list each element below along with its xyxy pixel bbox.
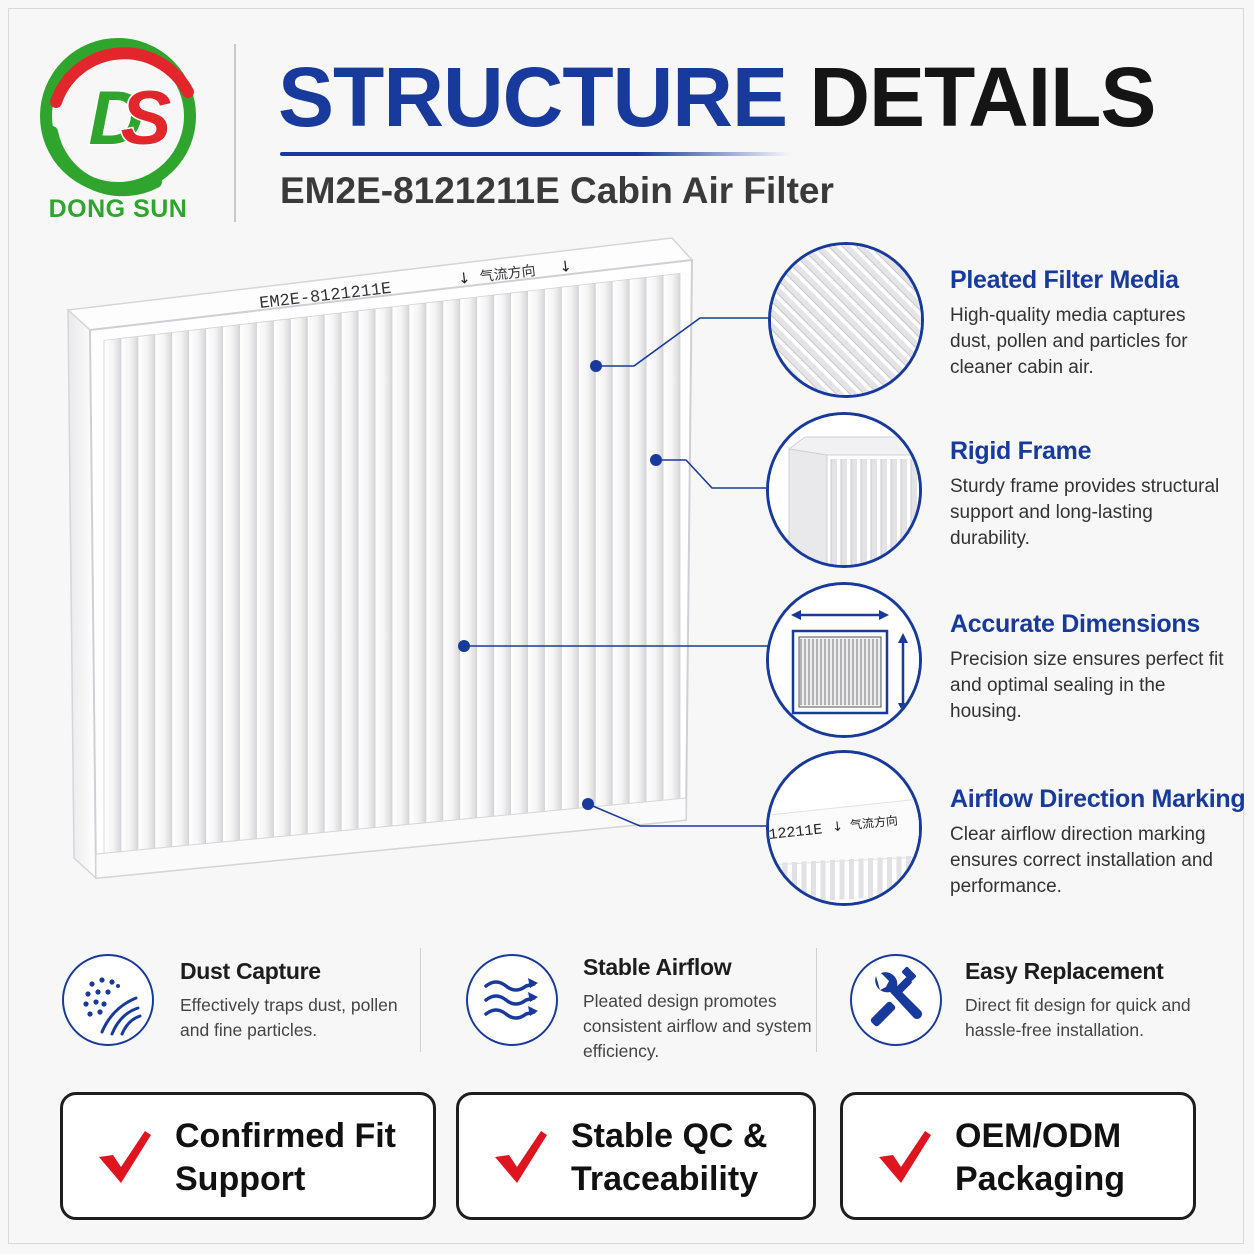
page-subtitle: EM2E-8121211E Cabin Air Filter xyxy=(280,170,834,211)
badge-line-1: Stable QC & xyxy=(571,1117,768,1155)
airflow-waves-icon xyxy=(466,954,558,1046)
feature-rigid-frame: Rigid Frame Sturdy frame provides struct… xyxy=(950,437,1230,552)
frame-airflow-label: 气流方向 xyxy=(479,263,536,285)
badge-text: Stable QC & Traceability xyxy=(571,1115,767,1201)
feature-desc: Precision size ensures perfect fit and o… xyxy=(950,649,1224,722)
check-icon xyxy=(99,1131,151,1183)
feature-airflow-marking: Airflow Direction Marking Clear airflow … xyxy=(950,785,1246,900)
benefit-dust-capture: Dust Capture Effectively traps dust, pol… xyxy=(180,958,410,1043)
feature-title: Accurate Dimensions xyxy=(950,610,1200,638)
badge-stable-qc: Stable QC & Traceability xyxy=(456,1092,816,1220)
frame-arrow-1: ↓ xyxy=(457,269,472,288)
closeup-arrow: ↓ xyxy=(831,819,843,835)
page-border xyxy=(8,8,1244,1244)
frame-arrow-2: ↓ xyxy=(558,257,573,276)
dong-sun-logo-icon: D S xyxy=(40,38,196,197)
badge-text: Confirmed Fit Support xyxy=(175,1115,396,1201)
closeup-marking-text: 12211E xyxy=(769,821,823,844)
brand-name: DONG SUN xyxy=(48,195,188,223)
benefit-divider xyxy=(816,948,817,1052)
benefit-stable-airflow: Stable Airflow Pleated design promotes c… xyxy=(583,954,813,1064)
svg-text:D: D xyxy=(89,76,144,161)
badge-oem-odm: OEM/ODM Packaging xyxy=(840,1092,1196,1220)
feature-desc: Clear airflow direction marking ensures … xyxy=(950,824,1213,897)
frame-corner-icon xyxy=(766,412,922,568)
dust-particles-icon xyxy=(62,954,154,1046)
feature-desc: High-quality media captures dust, pollen… xyxy=(950,305,1188,378)
badge-line-1: OEM/ODM xyxy=(955,1117,1122,1155)
check-icon xyxy=(879,1131,931,1183)
badge-text: OEM/ODM Packaging xyxy=(955,1115,1125,1201)
title-underline xyxy=(280,152,790,156)
feature-accurate-dimensions: Accurate Dimensions Precision size ensur… xyxy=(950,610,1230,725)
badge-line-1: Confirmed Fit xyxy=(175,1117,396,1155)
benefit-desc: Direct fit design for quick and hassle-f… xyxy=(965,995,1191,1040)
benefit-title: Stable Airflow xyxy=(583,954,732,980)
benefit-title: Dust Capture xyxy=(180,958,321,984)
header-divider xyxy=(234,44,236,222)
pleat-lines xyxy=(103,272,681,856)
dimension-arrows-icon xyxy=(766,582,922,738)
benefit-title: Easy Replacement xyxy=(965,958,1164,984)
benefit-divider xyxy=(420,948,421,1052)
badge-line-2: Support xyxy=(175,1160,306,1198)
feature-title: Pleated Filter Media xyxy=(950,266,1179,294)
svg-text:S: S xyxy=(121,76,172,161)
badge-line-2: Traceability xyxy=(571,1160,759,1198)
benefit-desc: Pleated design promotes consistent airfl… xyxy=(583,991,812,1061)
airflow-marking-icon: 12211E ↓ 气流方向 xyxy=(766,750,922,906)
pleat-closeup-icon xyxy=(768,242,924,398)
badge-confirmed-fit: Confirmed Fit Support xyxy=(60,1092,436,1220)
feature-pleated-media: Pleated Filter Media High-quality media … xyxy=(950,266,1230,381)
closeup-airflow-label: 气流方向 xyxy=(849,812,898,832)
title-part-1: STRUCTURE xyxy=(278,50,788,144)
wrench-screwdriver-icon xyxy=(850,954,942,1046)
feature-desc: Sturdy frame provides structural support… xyxy=(950,476,1220,549)
title-part-2: DETAILS xyxy=(809,50,1156,144)
benefit-easy-replacement: Easy Replacement Direct fit design for q… xyxy=(965,958,1195,1043)
feature-title: Airflow Direction Marking xyxy=(950,785,1246,813)
benefit-desc: Effectively traps dust, pollen and fine … xyxy=(180,995,398,1040)
page-title: STRUCTURE DETAILS xyxy=(278,50,1156,144)
check-icon xyxy=(495,1131,547,1183)
cabin-air-filter-image: EM2E-8121211E ↓ 气流方向 ↓ xyxy=(66,237,694,880)
badge-line-2: Packaging xyxy=(955,1160,1126,1198)
feature-title: Rigid Frame xyxy=(950,437,1092,465)
